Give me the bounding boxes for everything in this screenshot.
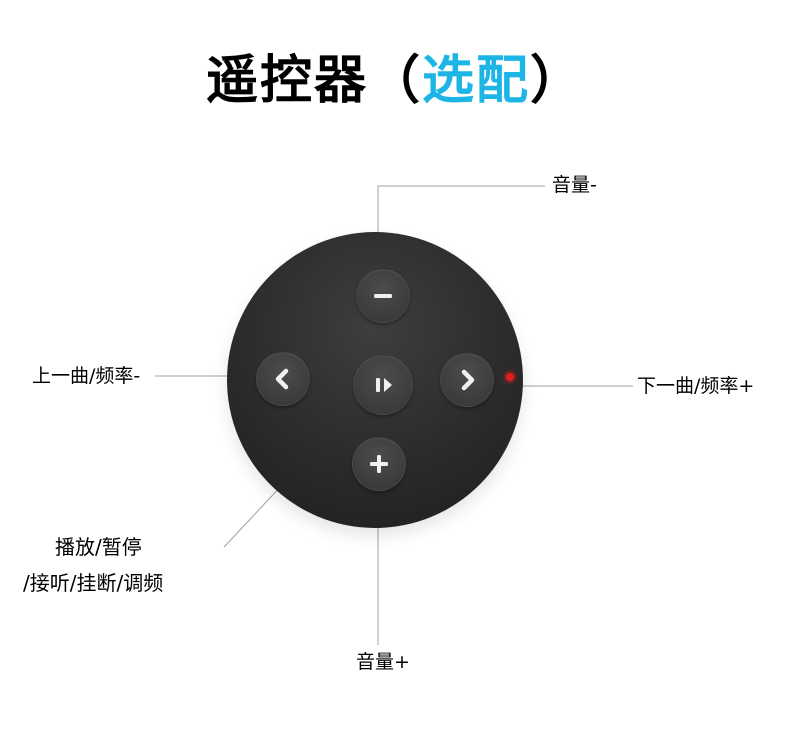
chevron-left-icon xyxy=(275,368,289,390)
plus-icon xyxy=(370,455,388,473)
label-play-pause-line2: /接听/挂断/调频 xyxy=(23,571,164,595)
play-pause-icon xyxy=(376,378,392,392)
label-next: 下一曲/频率+ xyxy=(637,375,755,397)
previous-button xyxy=(256,352,310,406)
title-text: 遥控器 xyxy=(205,51,368,111)
title-highlight: 选配 xyxy=(422,51,531,111)
label-previous: 上一曲/频率- xyxy=(32,365,141,387)
title-paren-open: （ xyxy=(367,51,422,111)
volume-down-button xyxy=(356,269,410,323)
chevron-right-icon xyxy=(461,369,475,391)
next-button xyxy=(440,353,494,407)
page-title: 遥控器（选配） xyxy=(0,38,790,113)
volume-up-button xyxy=(352,437,406,491)
label-play-pause-line1: 播放/暂停 xyxy=(55,535,142,559)
remote-control xyxy=(227,232,523,528)
minus-icon xyxy=(374,294,392,298)
play-pause-button xyxy=(353,355,413,415)
label-volume-up: 音量+ xyxy=(356,651,410,673)
label-volume-down: 音量- xyxy=(552,174,597,196)
red-led-indicator xyxy=(506,373,514,381)
title-paren-close: ） xyxy=(530,51,585,111)
